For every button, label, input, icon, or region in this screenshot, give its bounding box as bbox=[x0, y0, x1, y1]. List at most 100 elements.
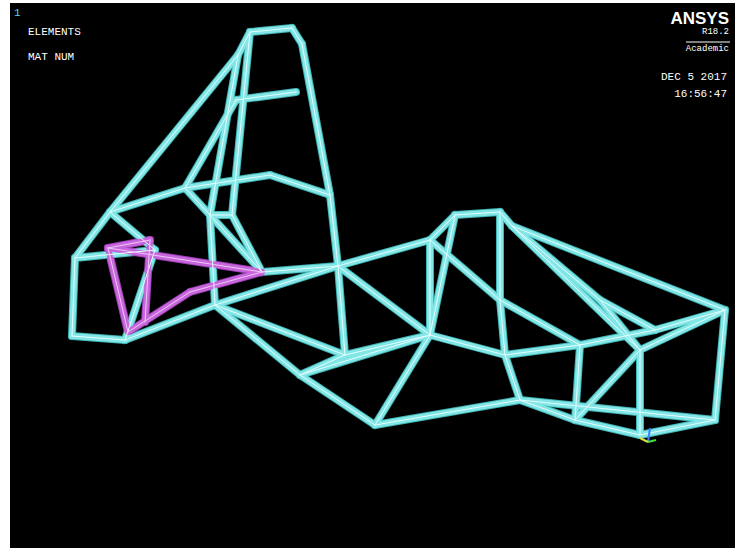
tube bbox=[505, 355, 520, 400]
tube bbox=[512, 226, 600, 300]
tube bbox=[512, 226, 725, 310]
tube bbox=[185, 175, 270, 188]
tube bbox=[190, 272, 262, 292]
tube bbox=[375, 400, 520, 425]
tube bbox=[345, 335, 430, 355]
tube bbox=[338, 266, 345, 355]
tube bbox=[75, 212, 110, 258]
tube bbox=[580, 330, 655, 345]
tube bbox=[512, 226, 640, 350]
tube bbox=[300, 335, 430, 375]
tube bbox=[640, 350, 641, 435]
license-text: Academic bbox=[686, 45, 729, 54]
tube bbox=[215, 305, 300, 375]
tube bbox=[72, 336, 125, 340]
tube bbox=[455, 212, 500, 215]
tube bbox=[338, 240, 430, 266]
tube bbox=[185, 188, 210, 215]
tube bbox=[185, 100, 236, 188]
tube bbox=[715, 310, 725, 420]
tube bbox=[338, 266, 430, 335]
tube bbox=[210, 215, 262, 272]
tube bbox=[430, 215, 455, 240]
tube bbox=[292, 28, 302, 44]
tube bbox=[430, 215, 455, 335]
tube bbox=[270, 175, 330, 195]
tube bbox=[185, 175, 270, 188]
tube bbox=[575, 420, 640, 435]
tube bbox=[715, 310, 725, 420]
tube bbox=[430, 240, 500, 300]
tube bbox=[600, 300, 640, 350]
tube bbox=[430, 215, 455, 335]
tube bbox=[637, 350, 643, 435]
tube bbox=[302, 44, 330, 195]
tube bbox=[236, 92, 296, 100]
tube bbox=[108, 248, 262, 272]
tube bbox=[330, 195, 338, 266]
tube bbox=[640, 420, 715, 435]
tube bbox=[575, 420, 640, 435]
tube bbox=[72, 336, 125, 340]
plot-option: MAT NUM bbox=[28, 52, 74, 63]
tube bbox=[430, 335, 505, 355]
tube bbox=[636, 350, 644, 435]
tube bbox=[375, 400, 520, 425]
tube bbox=[640, 420, 715, 435]
tube bbox=[145, 240, 150, 322]
tube bbox=[302, 44, 330, 195]
tube bbox=[512, 226, 725, 310]
tube bbox=[270, 175, 330, 195]
tube bbox=[512, 226, 725, 310]
tube bbox=[505, 355, 520, 400]
tube bbox=[430, 335, 505, 355]
tube bbox=[338, 240, 430, 266]
axis-triad bbox=[640, 428, 656, 442]
tube bbox=[108, 240, 150, 248]
tube bbox=[505, 345, 580, 355]
plot-type: ELEMENTS bbox=[28, 27, 81, 38]
tube bbox=[72, 258, 75, 336]
tube bbox=[375, 335, 430, 425]
tube bbox=[110, 188, 185, 212]
tube bbox=[250, 28, 292, 32]
tube bbox=[300, 375, 375, 425]
tube bbox=[715, 310, 725, 420]
tube bbox=[300, 375, 375, 425]
tube bbox=[292, 28, 302, 44]
tube bbox=[210, 55, 238, 215]
logo-rule bbox=[686, 42, 730, 43]
tube bbox=[292, 28, 302, 44]
tube bbox=[236, 92, 296, 100]
tube bbox=[215, 305, 300, 375]
tube bbox=[72, 336, 125, 340]
tube bbox=[108, 248, 128, 332]
tube bbox=[210, 215, 215, 305]
tube bbox=[270, 175, 330, 195]
tube bbox=[455, 212, 500, 215]
window-number: 1 bbox=[14, 8, 21, 19]
tube bbox=[375, 400, 520, 425]
tube bbox=[215, 305, 345, 355]
tube bbox=[575, 420, 640, 435]
tube bbox=[185, 100, 236, 188]
tube bbox=[215, 266, 338, 305]
tube bbox=[108, 248, 262, 272]
tube bbox=[185, 188, 210, 215]
tube bbox=[655, 310, 725, 330]
tube bbox=[520, 400, 715, 420]
tube bbox=[125, 250, 155, 340]
tube-members bbox=[72, 28, 725, 435]
tube bbox=[128, 292, 190, 332]
tube bbox=[496, 212, 504, 300]
tube bbox=[455, 212, 500, 215]
tube bbox=[600, 300, 655, 330]
tube bbox=[215, 305, 345, 355]
tube bbox=[110, 55, 238, 212]
tube bbox=[575, 345, 580, 420]
tube bbox=[108, 248, 262, 272]
tube bbox=[640, 420, 715, 435]
tube bbox=[330, 195, 338, 266]
